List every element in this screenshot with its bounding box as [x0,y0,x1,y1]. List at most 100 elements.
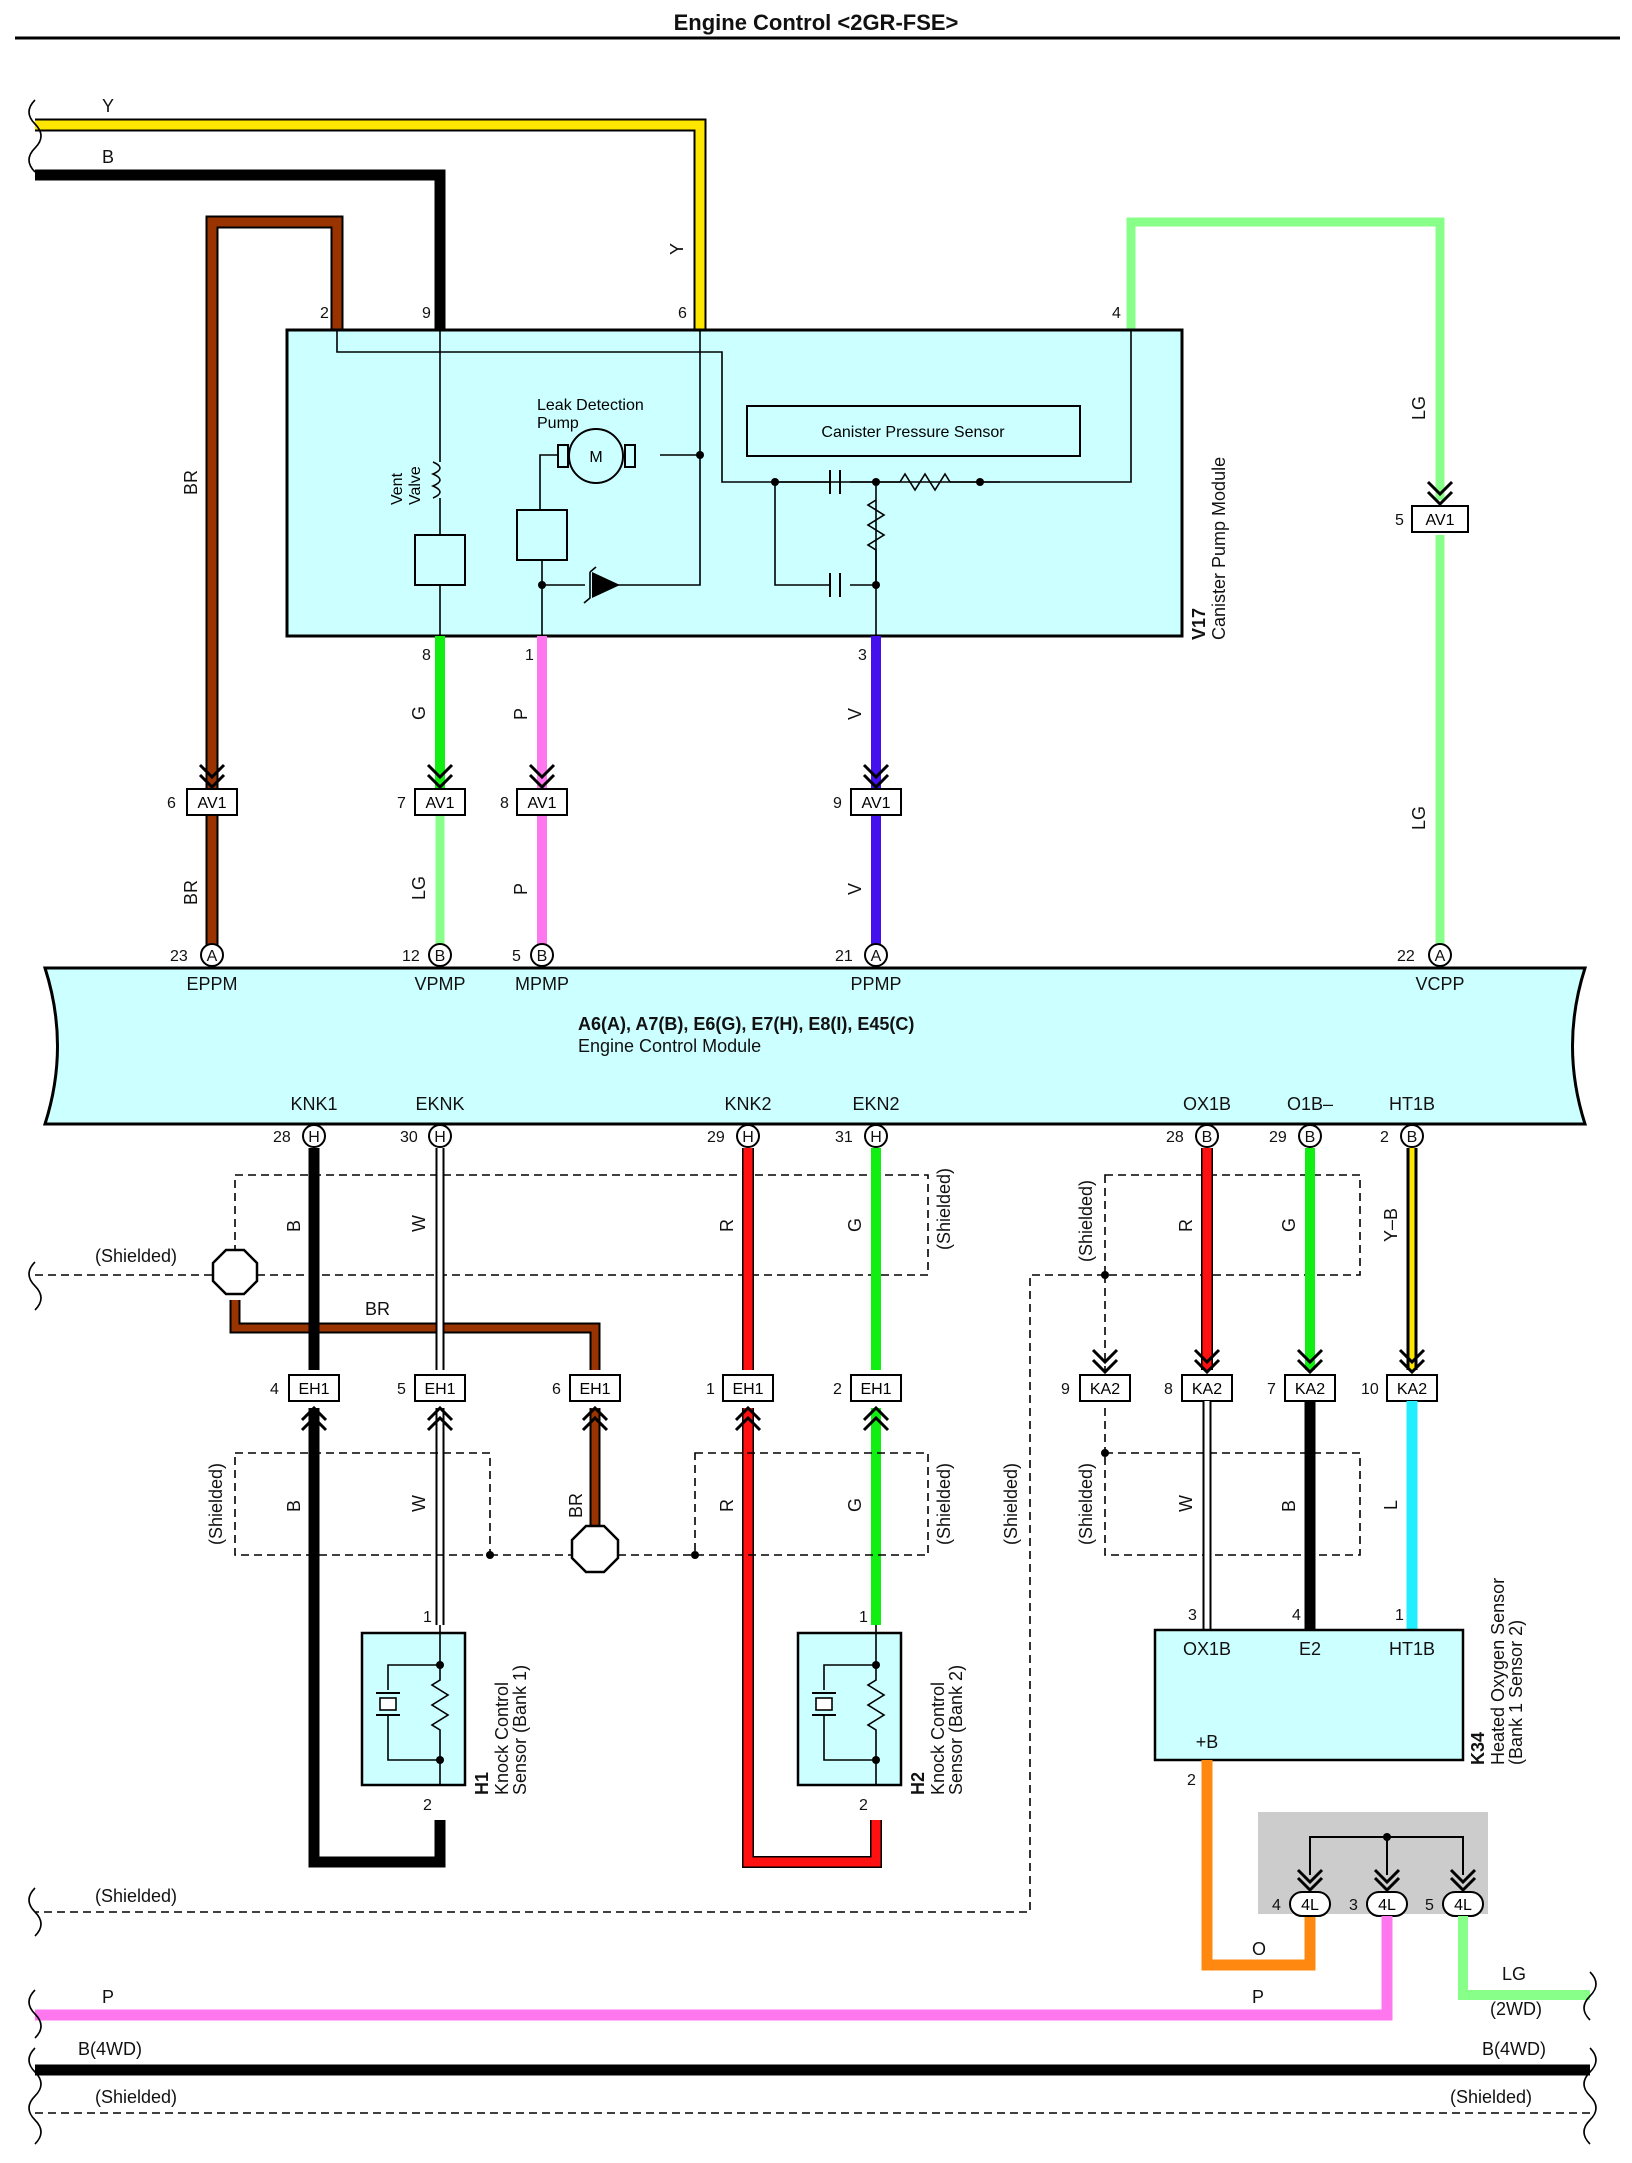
wire-label-r-knk2: R [717,1219,737,1232]
shield-box-eh1-left [234,1452,491,1556]
connector-ka2-9: KA2 9 [1061,1348,1131,1402]
connector-eh1-2: EH1 2 [833,1374,902,1432]
wire-label-yb-ht1b: Y–B [1381,1208,1401,1242]
svg-text:5: 5 [397,1381,406,1398]
shielded-bottom-mid: (Shielded) [95,1886,177,1906]
ecm-terminal-ekn2: EKN2 H 31 [835,1094,900,1148]
wire-label-w-eknk-low: W [409,1495,429,1512]
ecm-terminal-mpmp: B 5 MPMP [512,943,569,994]
svg-text:A: A [871,948,882,965]
connector-ka2-10: KA2 10 [1361,1348,1438,1402]
svg-text:6: 6 [552,1381,561,1398]
wire-label-lg-upper: LG [1409,396,1429,420]
svg-text:PPMP: PPMP [850,974,901,994]
h2-pin-1: 1 [859,1609,868,1626]
wire-label-p-mpmp: P [511,883,531,895]
engine-control-module [42,966,1588,1126]
v17-pin-3: 3 [858,647,867,664]
ecm-name: Engine Control Module [578,1036,761,1056]
wire-label-p-bottom-right: P [1252,1987,1264,2007]
svg-text:1: 1 [706,1381,715,1398]
v17-code: V17 [1189,608,1209,640]
connector-eh1-6: EH1 6 [552,1374,621,1432]
wire-label-y-vert: Y [667,243,687,255]
svg-text:2: 2 [1380,1129,1389,1146]
svg-text:AV1: AV1 [197,795,226,812]
wire-label-g-o1b: G [1279,1218,1299,1232]
h1-line2: Sensor (Bank 1) [510,1665,530,1795]
svg-text:EH1: EH1 [860,1381,891,1398]
svg-text:B: B [537,948,548,965]
wire-b-knk1 [308,1148,446,1868]
h1-line1: Knock Control [492,1682,512,1795]
pump-switch-box [516,509,568,561]
v17-name: Canister Pump Module [1209,457,1229,640]
svg-text:4L: 4L [1378,1897,1396,1914]
ecm-terminal-eknk: EKNK H 30 [400,1094,465,1148]
wire-label-b-knk1: B [284,1220,304,1232]
svg-text:12: 12 [402,948,420,965]
wire-label-v-ppmp: V [845,883,865,895]
wire-label-g-v17: G [409,706,429,720]
wire-label-b-ka2: B [1279,1500,1299,1512]
ecm-terminal-eppm: A 23 EPPM [170,943,238,994]
svg-text:5: 5 [512,948,521,965]
svg-text:EPPM: EPPM [186,974,237,994]
shield-line-long [35,1274,1105,1913]
diagram-title: Engine Control <2GR-FSE> [674,10,959,35]
vent-valve-label-1: Vent [389,472,406,505]
v17-pin-1: 1 [525,647,534,664]
connector-eh1-4: EH1 4 [270,1374,340,1432]
svg-text:29: 29 [1269,1129,1287,1146]
svg-text:9: 9 [833,795,842,812]
wire-label-l-ka2: L [1381,1500,1401,1510]
svg-text:KNK2: KNK2 [724,1094,771,1114]
svg-text:EKNK: EKNK [415,1094,464,1114]
svg-text:KA2: KA2 [1295,1381,1325,1398]
wire-label-y-top: Y [102,96,114,116]
resistor-icon [866,499,886,585]
wire-label-br-upper: BR [181,470,201,495]
canister-pressure-sensor [746,405,1081,457]
wire-label-r-ox1b: R [1176,1219,1196,1232]
ecm-terminal-ht1b: HT1B B 2 [1380,1094,1435,1148]
vent-coil-icon [430,461,441,499]
svg-text:KA2: KA2 [1090,1381,1120,1398]
svg-text:9: 9 [1061,1381,1070,1398]
ecm-terminal-o1b: O1B– B 29 [1269,1094,1333,1148]
svg-text:B: B [1202,1129,1213,1146]
wire-label-lg-vpmp: LG [409,876,429,900]
connector-av1-8: AV1 8 [500,763,568,816]
svg-text:10: 10 [1361,1381,1379,1398]
diode-icon [592,572,620,598]
svg-text:KA2: KA2 [1397,1381,1427,1398]
connector-4l-5: 4L 5 [1425,1868,1484,1917]
shielded-left-top: (Shielded) [95,1246,177,1266]
ecm-terminal-ox1b: OX1B B 28 [1166,1094,1231,1148]
svg-text:HT1B: HT1B [1389,1094,1435,1114]
svg-text:KA2: KA2 [1192,1381,1222,1398]
wire-label-p-bottom-left: P [102,1987,114,2007]
svg-text:KNK1: KNK1 [290,1094,337,1114]
leak-pump-label-1: Leak Detection [537,397,644,414]
ecm-terminal-knk2: KNK2 H 29 [707,1094,772,1148]
wire-label-b4wd-left: B(4WD) [78,2039,142,2059]
svg-text:MPMP: MPMP [515,974,569,994]
connector-av1-6: AV1 6 [167,763,238,816]
wire-label-v-v17: V [845,708,865,720]
shield-box-ka2-lower [1104,1452,1361,1556]
svg-text:28: 28 [273,1129,291,1146]
svg-text:A: A [207,948,218,965]
wire-label-br-lower: BR [181,880,201,905]
wire-o-bottom [1201,1760,1316,1971]
wire-label-p-v17: P [511,708,531,720]
connector-eh1-1: EH1 1 [706,1374,774,1432]
k34-term-e2: E2 [1299,1639,1321,1659]
svg-text:23: 23 [170,948,188,965]
k34-pin-2: 2 [1187,1772,1196,1789]
svg-text:EH1: EH1 [732,1381,763,1398]
k34-pin-3: 3 [1188,1607,1197,1624]
ecm-terminal-knk1: KNK1 H 28 [273,1094,338,1148]
wire-r-knk2 [742,1148,882,1868]
